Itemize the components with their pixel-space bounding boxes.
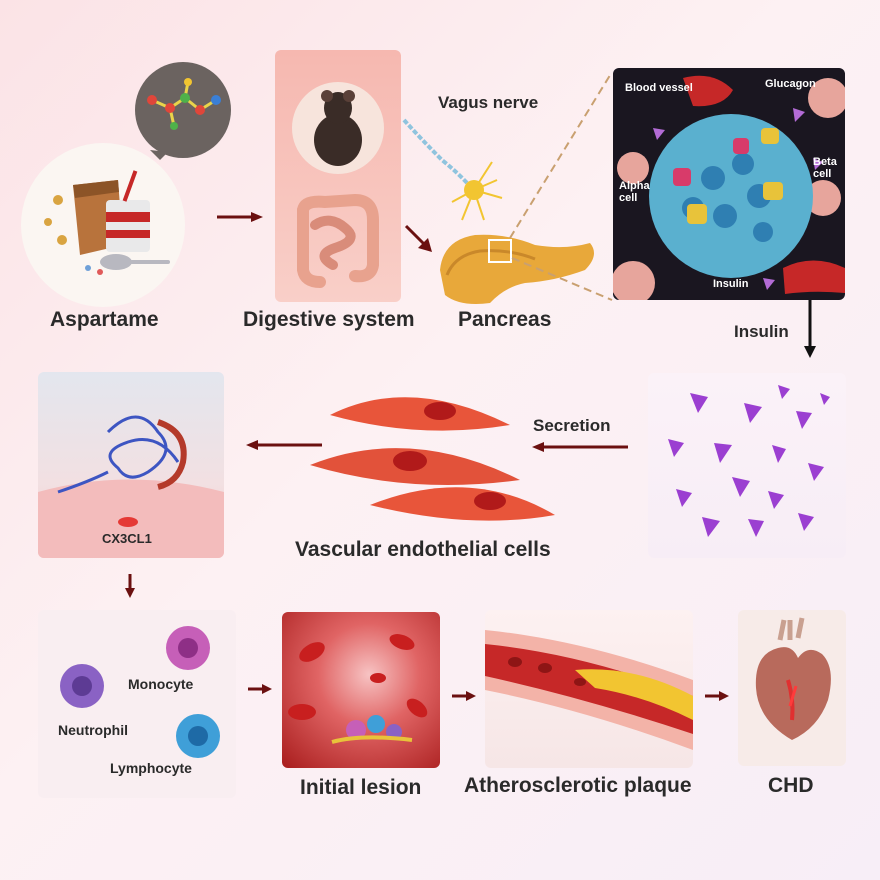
leukocytes-panel: Monocyte Neutrophil Lymphocyte [38,610,236,798]
insulin-arrow-label: Insulin [734,322,789,341]
alpha-cell-label: Alpha cell [619,180,650,204]
arrow-cx3cl1-to-leukocytes [123,574,137,600]
lymphocyte-label: Lymphocyte [110,760,192,776]
initial-lesion-label: Initial lesion [300,776,422,799]
arrow-endothelial-to-cx3cl1 [244,438,324,452]
vagus-nerve-label: Vagus nerve [438,93,539,112]
insulin-down-arrow [803,300,817,360]
cx3cl1-panel: CX3CL1 [38,372,224,558]
pancreas-label: Pancreas [458,308,552,331]
islet-insulin-label: Insulin [713,278,749,290]
digestive-panel [275,50,401,302]
arrow-digestive-to-pancreas [402,222,436,256]
aspartame-illustration [18,140,188,310]
islet-panel: Blood vessel Glucagon Beta cell Alpha ce… [613,68,845,300]
pancreas-illustration [435,215,600,310]
cx3cl1-label: CX3CL1 [102,531,152,546]
monocyte-label: Monocyte [128,676,194,692]
molecule-bubble [130,60,236,166]
neuron-illustration [402,110,512,230]
endothelial-cells-label: Vascular endothelial cells [295,538,551,561]
zoom-lines [500,68,620,308]
plaque-panel [485,610,693,768]
arrow-aspartame-to-digestive [215,210,265,224]
chd-panel [738,610,846,766]
insulin-molecules-panel [648,373,846,558]
plaque-label: Atherosclerotic plaque [464,774,692,797]
initial-lesion-panel [282,612,440,768]
digestive-system-label: Digestive system [243,308,415,331]
blood-vessel-label: Blood vessel [625,82,693,94]
arrow-lesion-to-plaque [452,689,478,703]
glucagon-label: Glucagon [765,78,816,90]
arrow-plaque-to-chd [705,689,731,703]
aspartame-label: Aspartame [50,308,159,331]
arrow-leukocytes-to-lesion [248,682,274,696]
secretion-label: Secretion [533,416,611,435]
chd-label: CHD [768,774,814,797]
beta-cell-label: Beta cell [813,156,837,180]
neutrophil-label: Neutrophil [58,722,128,738]
secretion-arrow [530,440,630,454]
endothelial-cells-illustration [300,385,560,535]
